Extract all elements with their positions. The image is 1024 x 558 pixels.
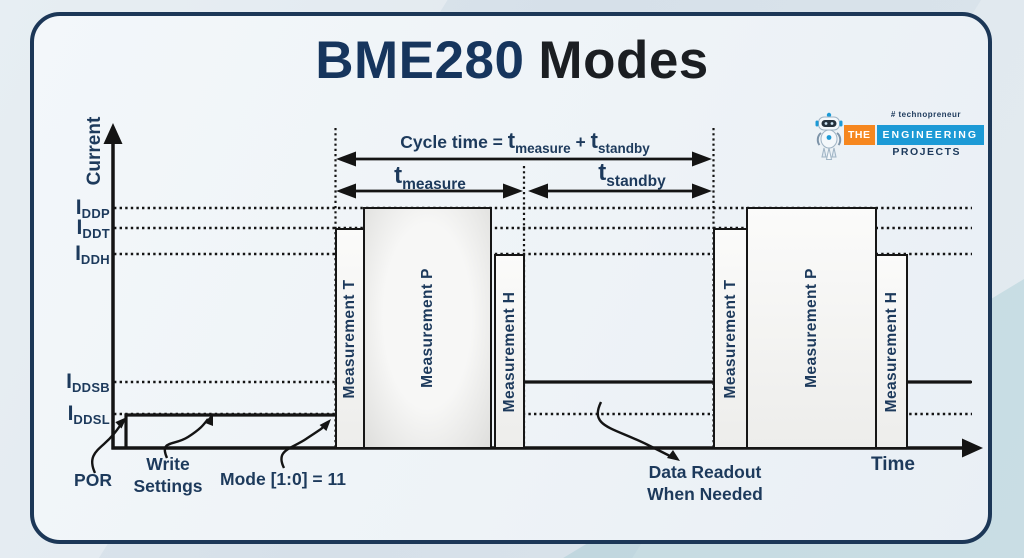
- t-measure-label: tmeasure: [355, 162, 505, 193]
- logo-projects: PROJECTS: [892, 146, 961, 158]
- x-axis-label: Time: [870, 454, 915, 475]
- mode-label: Mode [1:0] = 11: [220, 469, 346, 489]
- block-label: Measurement T: [341, 279, 358, 398]
- measure-subscript: measure: [402, 176, 466, 193]
- level-label-iddp: IDDP: [30, 195, 110, 223]
- measurement-h-block-2: Measurement H: [875, 254, 908, 449]
- write-settings-line1: Write: [146, 454, 190, 474]
- block-label: Measurement T: [721, 279, 739, 398]
- measurement-p-block-2: Measurement P: [746, 207, 877, 449]
- y-axis-label: Current: [84, 116, 105, 186]
- write-settings-label: Write Settings: [118, 453, 218, 497]
- measurement-t-block-2: Measurement T: [713, 228, 748, 449]
- logo-wordmark: THE ENGINEERING: [844, 125, 985, 145]
- level-symbol: I: [66, 370, 72, 393]
- x-axis-arrow-icon: [962, 438, 983, 458]
- t-symbol: t: [394, 162, 403, 189]
- data-readout-label: Data Readout When Needed: [605, 461, 805, 505]
- level-symbol: I: [67, 402, 74, 425]
- measurement-h-block-1: Measurement H: [494, 254, 525, 449]
- brand-logo: # technopreneur THE ENGINEERING PROJECTS: [815, 108, 985, 164]
- dimension-arrows: [336, 151, 712, 199]
- level-subscript: DDH: [80, 252, 110, 267]
- annotation-arrows: [90, 401, 680, 474]
- logo-hashtag: # technopreneur: [890, 110, 961, 119]
- level-subscript: DDT: [82, 226, 110, 241]
- mode-arrowhead-icon: [319, 419, 331, 431]
- waveform-trace: [124, 380, 971, 449]
- por-label: POR: [74, 470, 112, 490]
- title-brand: BME280: [315, 31, 525, 90]
- block-label: Measurement P: [802, 268, 820, 388]
- y-axis-arrow-icon: [103, 123, 123, 144]
- t-symbol: t: [590, 128, 598, 153]
- measurement-t-block-1: Measurement T: [335, 228, 365, 449]
- level-symbol: I: [76, 216, 83, 239]
- level-symbol: I: [75, 196, 82, 219]
- por-arrowhead-icon: [115, 417, 127, 429]
- data-readout-line2: When Needed: [647, 484, 763, 504]
- t-symbol: t: [598, 159, 607, 186]
- level-label-iddt: IDDT: [30, 215, 110, 243]
- plus-sign: +: [570, 132, 591, 152]
- level-label-iddsb: IDDSB: [30, 369, 110, 397]
- logo-engineering: ENGINEERING: [876, 125, 985, 145]
- level-subscript: DDP: [81, 206, 110, 221]
- measure-subscript: measure: [515, 141, 571, 156]
- level-label-iddsl: IDDSL: [30, 401, 110, 429]
- write-settings-line2: Settings: [133, 476, 203, 496]
- block-label: Measurement H: [882, 291, 900, 412]
- logo-the: THE: [844, 125, 875, 145]
- level-symbol: I: [75, 242, 81, 265]
- level-subscript: DDSL: [73, 412, 110, 427]
- t-standby-label: tstandby: [557, 159, 707, 190]
- standby-subscript: standby: [606, 173, 666, 190]
- level-label-iddh: IDDH: [30, 241, 110, 269]
- write-settings-arrowhead-icon: [204, 413, 213, 426]
- data-readout-arrowhead-icon: [667, 450, 680, 461]
- standby-subscript: standby: [597, 141, 650, 156]
- block-label: Measurement H: [500, 291, 518, 412]
- block-label: Measurement P: [418, 268, 436, 388]
- t-symbol: t: [507, 128, 516, 153]
- cycle-time-label: Cycle time = tmeasure + tstandby: [320, 128, 730, 156]
- data-readout-line1: Data Readout: [648, 462, 762, 482]
- cycle-time-prefix: Cycle time =: [400, 132, 508, 152]
- robot-mascot-icon: [815, 112, 843, 160]
- title-suffix: Modes: [538, 31, 709, 90]
- measurement-p-block-1: Measurement P: [363, 207, 492, 449]
- level-subscript: DDSB: [71, 380, 110, 395]
